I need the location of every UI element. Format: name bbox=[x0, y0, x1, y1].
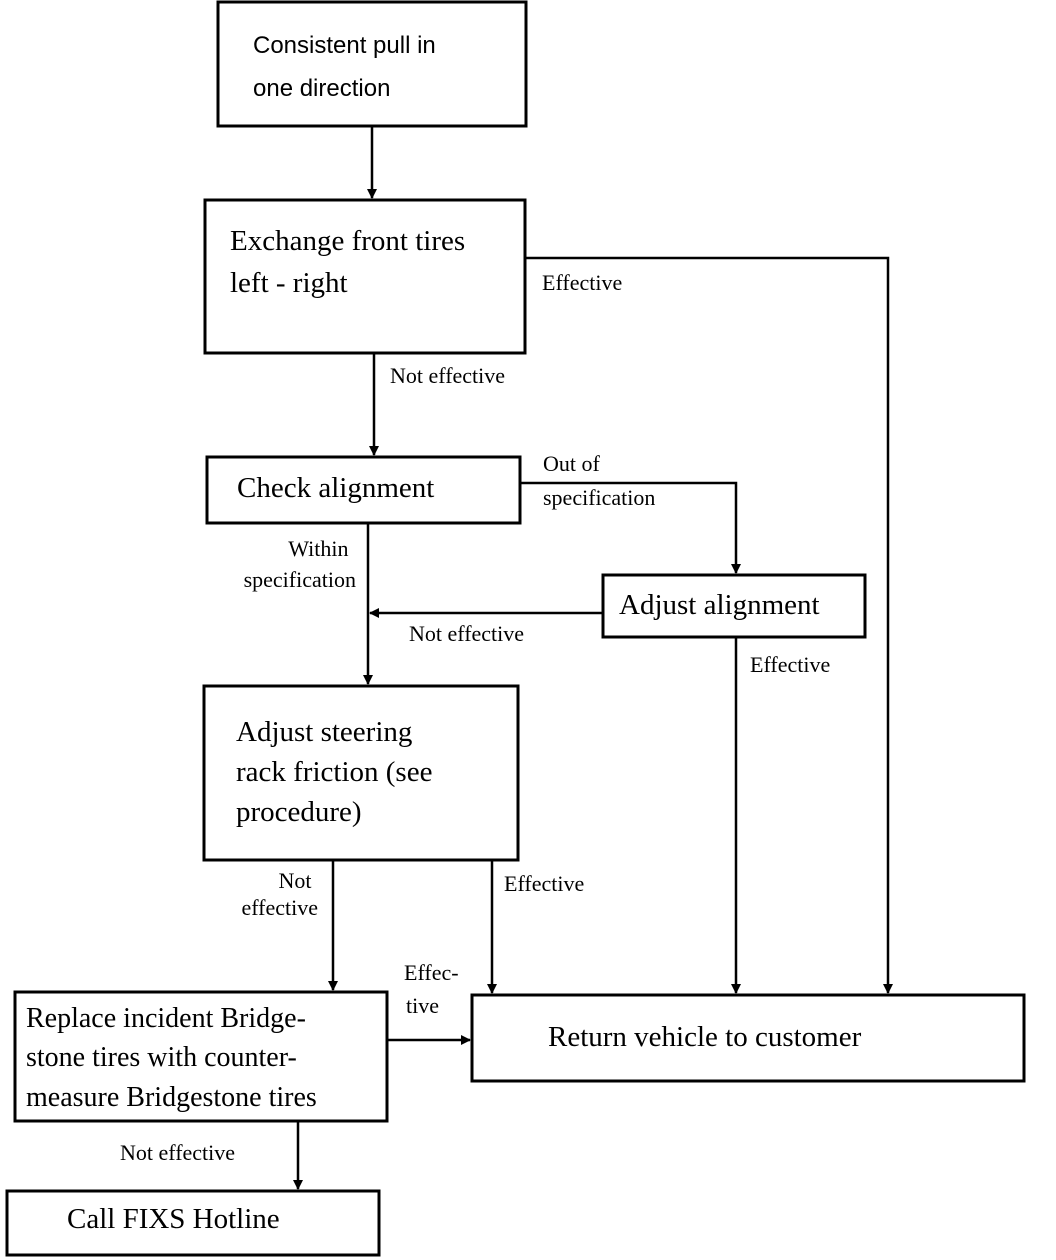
node-label: Call FIXS Hotline bbox=[67, 1203, 280, 1235]
label-steering-not-effective: Not effective bbox=[241, 868, 318, 920]
node-replace-tires: Replace incident Bridge- stone tires wit… bbox=[13, 990, 389, 1123]
node-check-alignment: Check alignment bbox=[205, 455, 522, 525]
edge-exchange-to-return bbox=[525, 256, 893, 994]
edge-check-to-adjust-alignment bbox=[520, 481, 741, 574]
node-return-vehicle: Return vehicle to customer bbox=[470, 993, 1026, 1083]
label-replace-effective: Effec- tive bbox=[404, 960, 464, 1018]
label-steering-effective: Effective bbox=[504, 871, 584, 896]
node-label: Adjust alignment bbox=[619, 589, 820, 621]
node-label: Adjust steering rack friction (see proce… bbox=[236, 716, 440, 828]
node-label: Consistent pull in one direction bbox=[253, 32, 442, 102]
node-adjust-steering-rack: Adjust steering rack friction (see proce… bbox=[202, 684, 520, 862]
node-adjust-alignment: Adjust alignment bbox=[601, 573, 867, 639]
label-within-specification: Within specification bbox=[244, 536, 356, 592]
node-label: Return vehicle to customer bbox=[548, 1021, 862, 1053]
node-label: Check alignment bbox=[237, 472, 434, 504]
label-exchange-not-effective: Not effective bbox=[390, 363, 505, 388]
node-call-fixs-hotline: Call FIXS Hotline bbox=[5, 1189, 381, 1257]
label-adjust-alignment-effective: Effective bbox=[750, 652, 830, 677]
label-replace-not-effective: Not effective bbox=[120, 1140, 235, 1165]
label-adjust-alignment-not-effective: Not effective bbox=[409, 621, 524, 646]
node-consistent-pull: Consistent pull in one direction bbox=[216, 0, 528, 128]
node-label: Exchange front tires left - right bbox=[230, 225, 472, 299]
label-exchange-effective: Effective bbox=[542, 270, 622, 295]
node-label: Replace incident Bridge- stone tires wit… bbox=[26, 1003, 317, 1113]
label-out-of-specification: Out of specification bbox=[543, 451, 655, 510]
node-exchange-front-tires: Exchange front tires left - right bbox=[203, 198, 527, 355]
